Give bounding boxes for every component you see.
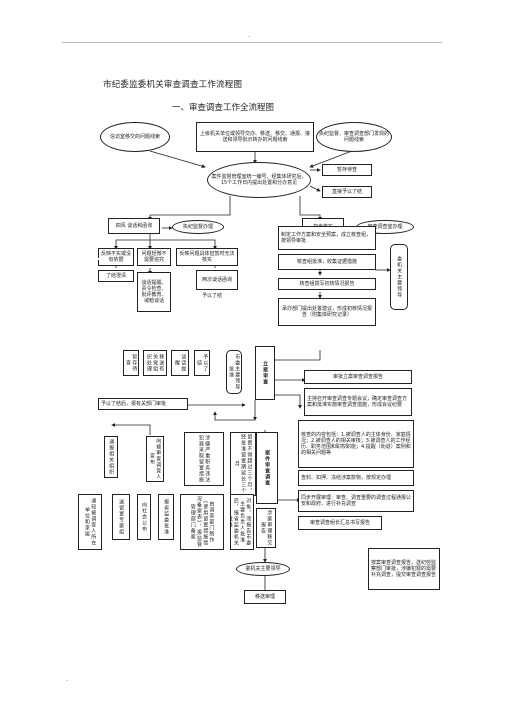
node-mobilize-meeting: 主持召开审查调查专题会议，确定审查调查方案和批准实施审查调查措施，形成会议纪要 xyxy=(304,388,412,416)
node-detention-limit: 留置不得超过三个月，经批准留置期延长三个月 xyxy=(230,432,256,496)
node-close-note: 予以了结 xyxy=(190,290,234,302)
node-hold-pending: 暂存待查 xyxy=(322,164,372,176)
node-city-leader-approval: 市委主要领导批准 xyxy=(226,350,242,394)
node-close-notice: 予以了结后，报有关部门审批 xyxy=(98,398,188,410)
node-two-inquiries: 两次谈话函询 xyxy=(196,270,238,290)
node-source-superior: 上级机关单位或领导交办、移送、移交、通报、接送和领导批示转办的问题线索 xyxy=(196,122,314,152)
node-seize-assets: 查封、扣押、冻结涉案款物，按规定办理 xyxy=(298,470,414,486)
node-notify-family: 通知被调查人所在单位和家属 xyxy=(78,494,102,550)
node-detention-measure: 涉嫌严重职务违法犯罪采取留置措施 xyxy=(184,432,224,486)
node-report-province: 报省监委批准 xyxy=(158,494,174,540)
node-verify-evidence: 核查组批准，收集证据措施 xyxy=(278,254,376,270)
node-case-investigation: 案件审查调查 xyxy=(256,432,278,504)
node-source-supervision: 执纪监督、审查调查部门发现的问题线索 xyxy=(316,122,392,152)
node-record-form: 由调查部门制作《使用留置措施情况备案表》，报监督管理部门备案 xyxy=(180,494,224,550)
node-sub-reminder: 谈话提醒 xyxy=(171,350,189,376)
node-committee-leader: 委机关主要领导 xyxy=(390,244,408,310)
node-minor-issue: 问题轻微不需要追究 xyxy=(137,248,171,266)
node-unfounded: 反映不实或没有依据 xyxy=(98,248,134,266)
node-city-supervision: 对市委管理的监察对象，须报告市委主要负责人批准后，报省监委机关批准 xyxy=(230,494,254,550)
node-detention-group: 送留置专案组 xyxy=(112,494,130,540)
header-rule xyxy=(62,42,442,43)
node-four-winds: 四风 谈话和函询 xyxy=(108,218,160,234)
node-file-case: 立案审查 xyxy=(255,346,275,400)
node-unverifiable: 反映问题具体但暂时无法核实 xyxy=(176,248,238,266)
section-title: 一、审查调查工作全流程图 xyxy=(172,103,275,113)
node-sub-close: 予以了结 xyxy=(194,350,210,376)
node-case-management: 案件监督管理室统一编号、经集体研究后，15个工作日内提出处置和分办意见 xyxy=(207,162,311,198)
node-initial-report: 核查组撰写初核情况报告 xyxy=(278,278,376,290)
node-parallel-review: 同步开展审理：审查、调查重要的调查过程通报公安和政府，进行补充调查 xyxy=(298,490,414,512)
node-announce: 向被审查调查人宣布 xyxy=(146,436,164,482)
node-transfer-review: 移送审理 xyxy=(244,590,286,604)
node-public-announce: 向社会公布 xyxy=(137,494,151,540)
node-committee-report: 承办部门提出处置建议，形成初核情况报告（附集体研究记录） xyxy=(278,298,376,326)
node-clarify-close: 了结澄清 xyxy=(98,270,134,282)
node-work-plan: 制定工作方案和安全预案，成立核查组，按领导审批 xyxy=(278,226,376,250)
node-transfer-report: 涉案审理移交报告 xyxy=(256,508,276,548)
node-notify-org: 通报相关组织 xyxy=(104,436,118,478)
node-reminder-actions: 谈话提醒、责令检查、批评教育、诫勉谈话 xyxy=(137,272,171,312)
node-report-approval: 审批立案审查调查报告 xyxy=(304,370,412,384)
node-sub-hold: 暂存待查 xyxy=(123,350,139,376)
node-report-summary: 审查调查组长汇总书写报告 xyxy=(298,516,382,530)
footer-mark: . xyxy=(66,674,69,683)
document-title: 市纪委监委机关审查调查工作流程图 xyxy=(103,80,243,90)
node-final-leader: 委机关主要领导 xyxy=(236,562,290,576)
node-final-summary: 按案审查调查报告，送纪检监察部门审批，涉嫌犯罪的需要补充调查，提交审查调查报告 xyxy=(368,548,440,590)
node-source-petition: 信访室移交的问题线索 xyxy=(100,122,170,152)
node-sub-transfer: 移送有关党组织处理 xyxy=(143,350,167,376)
node-check-content: 核查的内容包括：1.被调查人的主体身份、家庭情况；2.被调查人的相关审核；3.被… xyxy=(298,420,414,468)
node-discipline-supervision: 执纪监督办理 xyxy=(172,220,224,234)
header-mark: . xyxy=(248,30,251,39)
node-direct-close: 直接予以了结 xyxy=(322,186,372,198)
